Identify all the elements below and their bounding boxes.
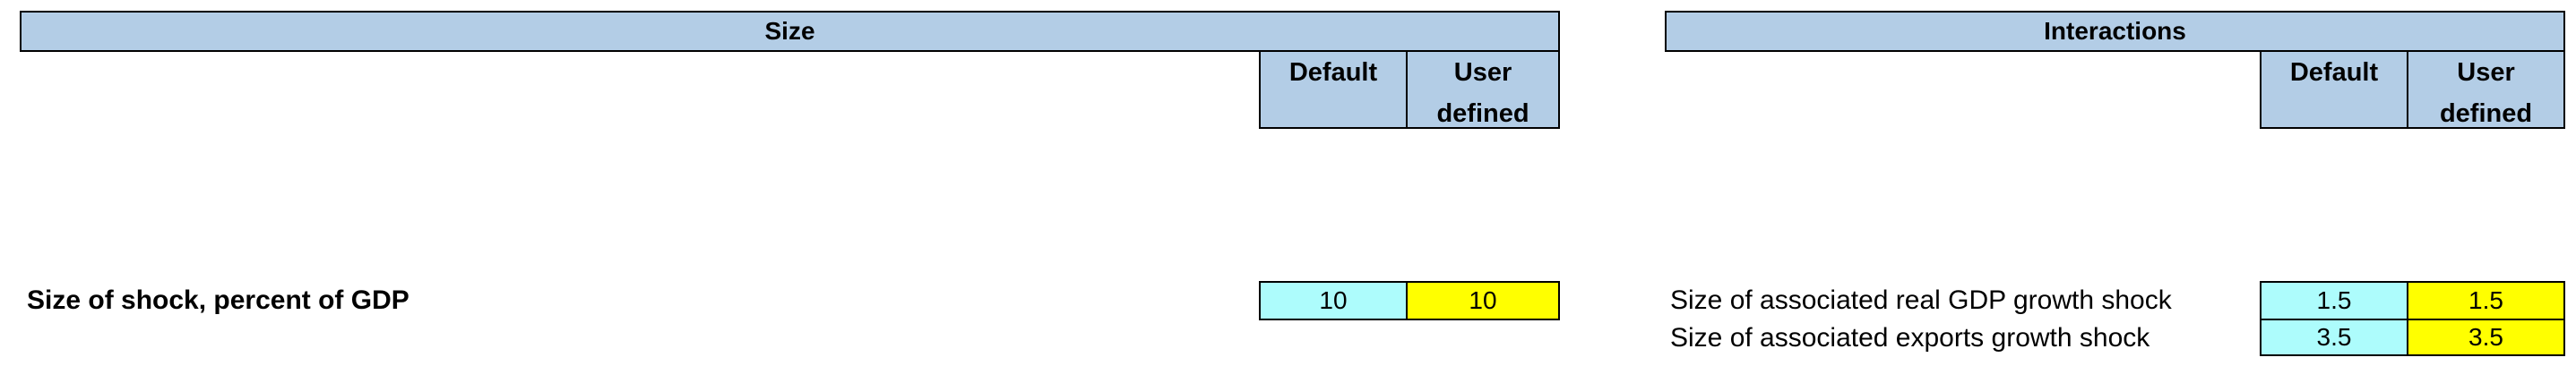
size-default-cell[interactable]: 10 [1259, 281, 1408, 320]
size-panel-title: Size [764, 17, 815, 45]
gdp-shock-label: Size of associated real GDP growth shock [1670, 285, 2172, 315]
interactions-col-default-header: Default [2260, 50, 2408, 129]
size-col-default-header: Default [1259, 50, 1408, 129]
size-col-user-header: User defined [1406, 50, 1560, 129]
gdp-shock-user-input[interactable]: 1.5 [2407, 281, 2565, 320]
interactions-panel-title: Interactions [2044, 17, 2186, 45]
size-row-label: Size of shock, percent of GDP [27, 285, 409, 315]
interactions-panel-header: Interactions [1665, 11, 2565, 52]
exports-shock-default-cell[interactable]: 3.5 [2260, 319, 2408, 356]
gdp-shock-default-cell[interactable]: 1.5 [2260, 281, 2408, 320]
size-user-input[interactable]: 10 [1406, 281, 1560, 320]
interactions-col-user-header: User defined [2407, 50, 2565, 129]
exports-shock-user-input[interactable]: 3.5 [2407, 319, 2565, 356]
exports-shock-label: Size of associated exports growth shock [1670, 323, 2150, 353]
size-panel-header: Size [20, 11, 1560, 52]
